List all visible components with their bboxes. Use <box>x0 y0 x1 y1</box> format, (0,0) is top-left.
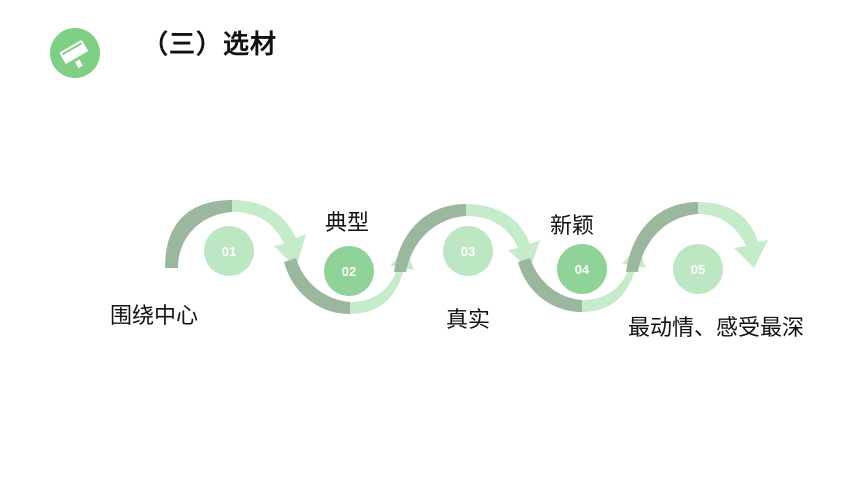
book-logo <box>50 28 100 78</box>
step-label-05: 最动情、感受最深 <box>628 316 805 341</box>
flow-arrow-1-head <box>232 200 306 268</box>
flow-arrow-5-head <box>698 202 768 268</box>
page-title: （三）选材 <box>142 30 278 60</box>
book-icon <box>59 40 91 69</box>
step-label-04: 新颖 <box>550 214 595 239</box>
step-label-03: 真实 <box>446 308 491 333</box>
step-node-03: 03 <box>443 226 493 276</box>
step-node-04: 04 <box>557 244 607 294</box>
flow-arrow-5 <box>626 202 698 272</box>
step-node-05: 05 <box>673 244 723 294</box>
flow-arrow-3 <box>394 204 466 272</box>
step-node-02: 02 <box>324 246 374 296</box>
flow-arrow-4 <box>518 258 582 312</box>
flow-arrow-2 <box>284 258 350 314</box>
step-label-01: 围绕中心 <box>110 304 199 329</box>
flow-arrow-3-head <box>466 204 540 270</box>
step-label-02: 典型 <box>325 211 370 236</box>
step-node-01: 01 <box>204 226 254 276</box>
flow-arrow-1 <box>165 200 232 268</box>
